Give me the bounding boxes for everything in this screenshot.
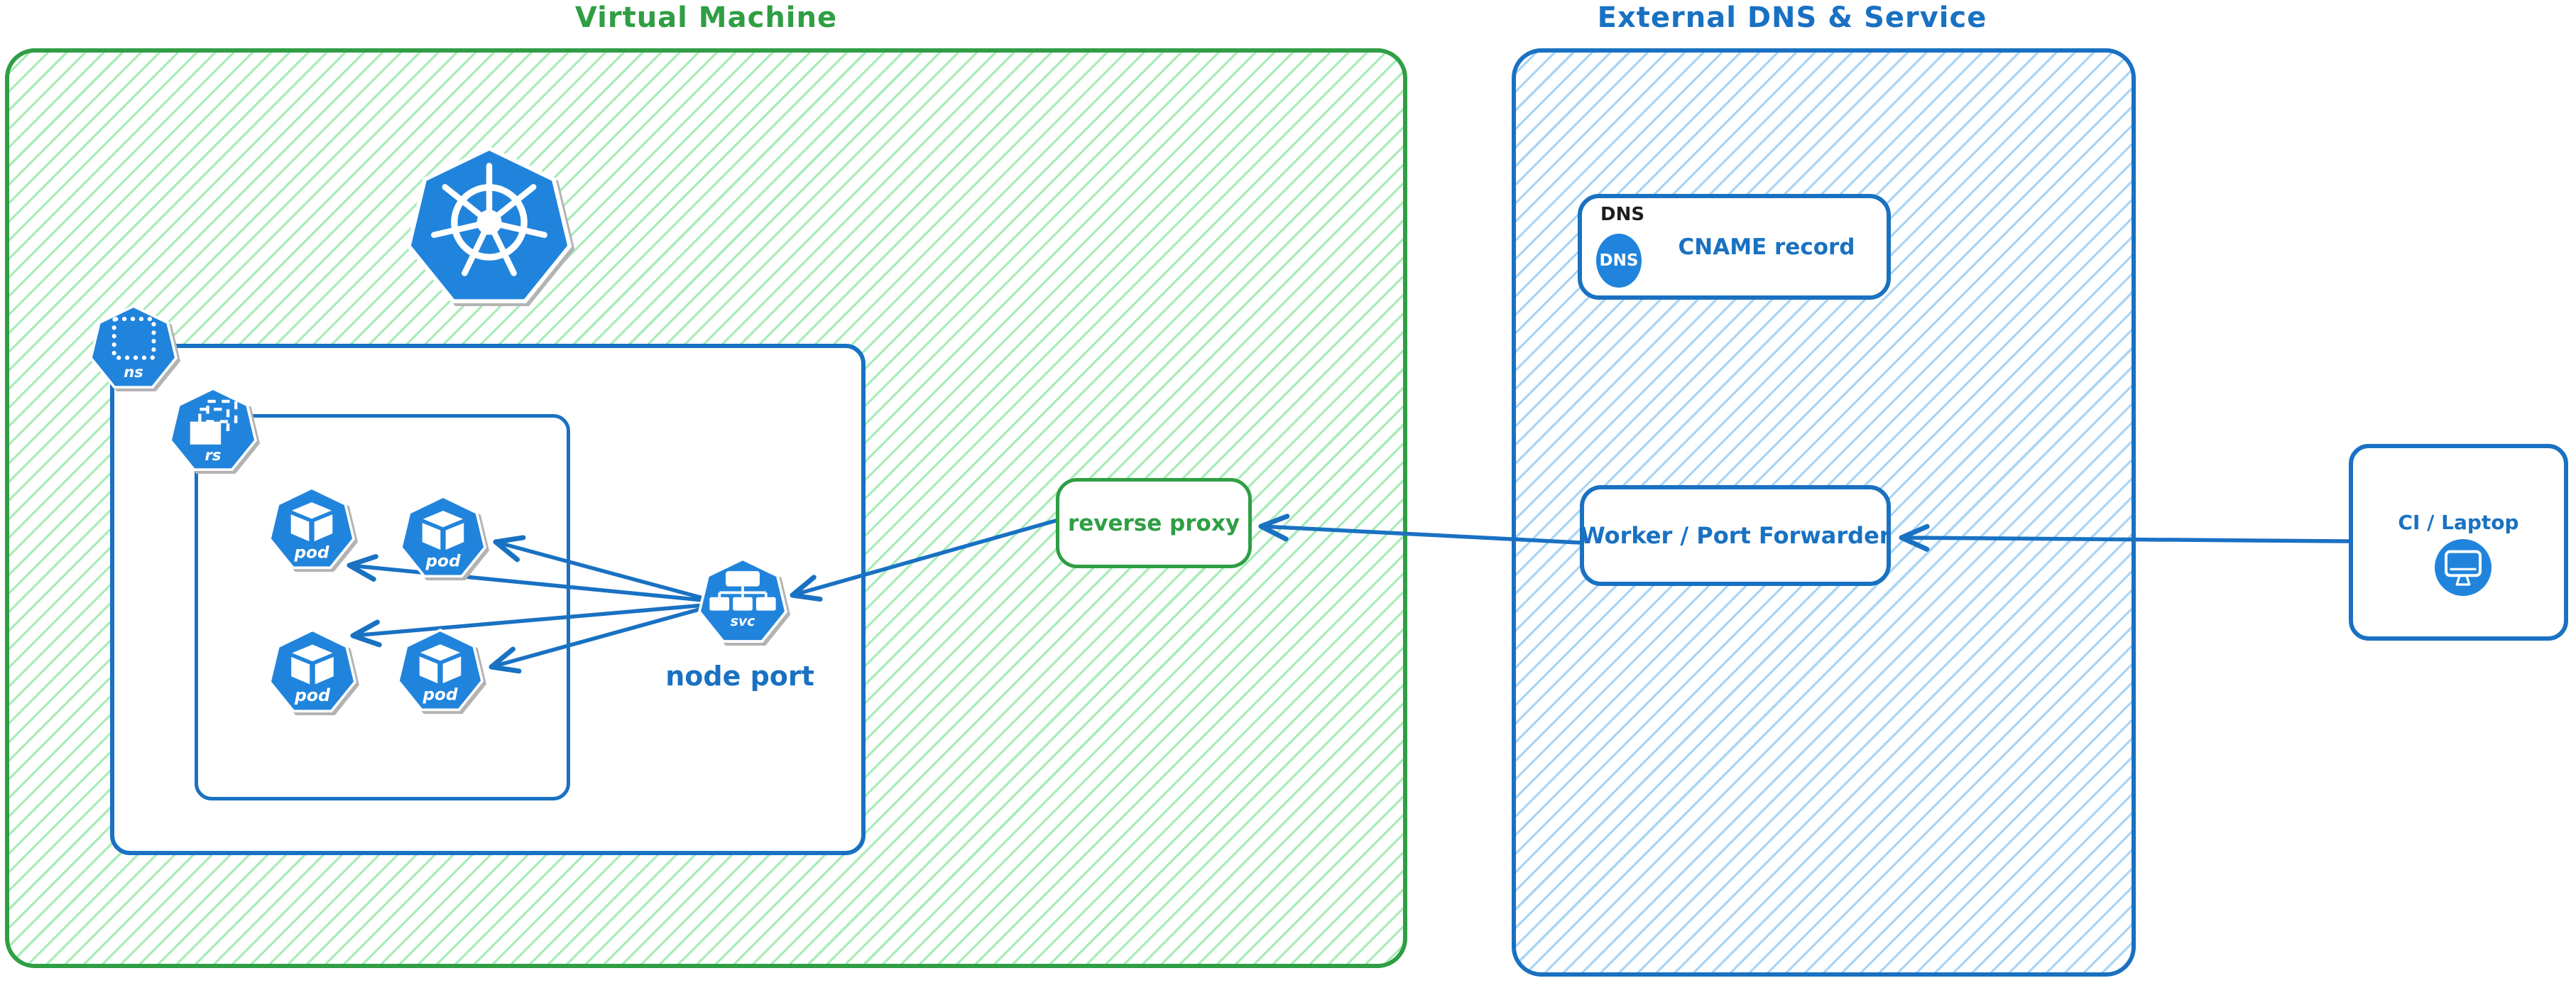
- monitor-icon: [2435, 539, 2492, 596]
- solid-square-glyph: [190, 421, 222, 445]
- arrow-reverse-proxy-to-svc: [790, 518, 1058, 602]
- dns-icon-text: DNS: [1599, 251, 1639, 270]
- monitor-glyph: [2445, 550, 2482, 586]
- pod-icon-label: pod: [293, 543, 329, 562]
- namespace-icon: ns: [89, 305, 178, 389]
- dotted-square-glyph: [111, 316, 156, 360]
- kubernetes-logo-icon: [406, 146, 572, 304]
- namespace-icon-label: ns: [124, 363, 143, 381]
- pod-icon-2: pod: [400, 495, 486, 578]
- reverse-proxy-label: reverse proxy: [1067, 510, 1240, 536]
- service-icon-label: svc: [731, 614, 755, 629]
- vm-group-title: Virtual Machine: [574, 1, 838, 34]
- pod-icon-label: pod: [294, 685, 331, 705]
- external-group-title: External DNS & Service: [1597, 1, 1987, 34]
- dns-icon: DNS: [1596, 234, 1642, 288]
- dns-tag-label: DNS: [1600, 204, 1645, 225]
- dns-record-card: DNS DNS CNAME record: [1578, 194, 1891, 300]
- arrow-svc-to-pod-1: [346, 554, 705, 602]
- pod-icon-3: pod: [268, 629, 356, 713]
- pod-icon-label: pod: [422, 685, 458, 704]
- arrow-worker-to-reverse-proxy: [1258, 514, 1582, 545]
- ci-laptop-label: CI / Laptop: [2398, 511, 2519, 534]
- cname-record-label: CNAME record: [1678, 234, 1855, 260]
- ci-laptop-box: CI / Laptop: [2349, 444, 2568, 641]
- node-port-label: node port: [665, 661, 814, 692]
- worker-port-forwarder-box: Worker / Port Forwarder: [1580, 485, 1891, 586]
- arrow-svc-to-pod-2: [493, 535, 705, 600]
- pod-icon-label: pod: [425, 551, 461, 570]
- service-icon: svc: [698, 558, 787, 643]
- replicaset-box: [195, 414, 570, 800]
- replicaset-icon-label: rs: [205, 446, 222, 464]
- replicaset-icon: rs: [169, 387, 257, 472]
- arrow-svc-to-pod-3: [350, 603, 706, 648]
- arrow-svc-to-pod-4: [489, 606, 706, 674]
- pod-icon-4: pod: [397, 629, 484, 712]
- pod-icon-1: pod: [268, 487, 355, 570]
- worker-label: Worker / Port Forwarder: [1580, 522, 1891, 549]
- arrow-ci-to-worker: [1899, 523, 2351, 552]
- reverse-proxy-box: reverse proxy: [1056, 478, 1252, 568]
